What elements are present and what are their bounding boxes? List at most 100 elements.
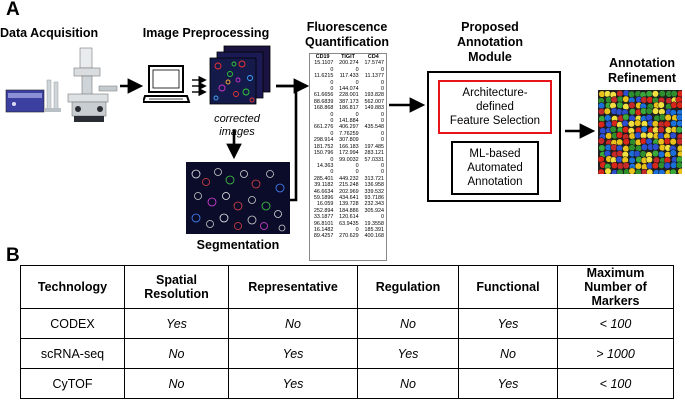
quant-cell: 0 bbox=[381, 169, 384, 176]
quant-cell: 307.809 bbox=[339, 137, 359, 144]
cell-technology: CODEX bbox=[20, 308, 125, 339]
quant-cell: 186.817 bbox=[339, 105, 359, 112]
quant-cell: 197.485 bbox=[364, 143, 385, 150]
quant-cell: 0 bbox=[330, 111, 334, 118]
annotated-cell bbox=[669, 149, 677, 157]
instrument-illustration bbox=[5, 47, 118, 122]
quant-cell: 7.76259 bbox=[339, 130, 359, 137]
quant-cell: 339.532 bbox=[364, 188, 385, 195]
quant-cell: 181.752 bbox=[313, 143, 334, 150]
quant-cell: 96.8101 bbox=[313, 220, 334, 227]
quant-cell: 0 bbox=[355, 162, 359, 169]
quant-cell: 0 bbox=[330, 169, 334, 176]
ml-annotation-line2: Automated bbox=[467, 162, 523, 174]
annotated-cell bbox=[598, 168, 605, 174]
quant-cell: 0 bbox=[381, 79, 384, 86]
corrected-images-stack bbox=[209, 45, 271, 105]
cell-regulation: Yes bbox=[357, 338, 459, 369]
quant-cell: 193.828 bbox=[364, 92, 385, 99]
table-row: scRNA-seq No Yes Yes No > 1000 bbox=[20, 338, 674, 369]
quant-cell: 149.883 bbox=[364, 105, 385, 112]
cell-regulation: No bbox=[357, 308, 459, 339]
quant-cell: 61.6656 bbox=[313, 92, 334, 99]
stage-title-quantification: Fluorescence Quantification bbox=[298, 20, 396, 50]
quant-cell: 0 bbox=[355, 226, 359, 233]
quant-cell: 0 bbox=[330, 156, 334, 163]
stage-title-module-line1: Proposed bbox=[461, 20, 519, 34]
quant-cell: 406.297 bbox=[339, 124, 359, 131]
quant-cell: 0 bbox=[381, 66, 384, 73]
quant-cell: 150.796 bbox=[313, 150, 334, 157]
cell-functional: No bbox=[458, 338, 558, 369]
feature-selection-text: Architecture- defined Feature Selection bbox=[438, 86, 552, 128]
column-header-spatial-resolution: Spatial Resolution bbox=[124, 265, 229, 309]
quant-header-cell: CD19 bbox=[315, 54, 330, 60]
quant-row: 16.1482 0 185.391 bbox=[310, 227, 386, 233]
column-header-technology: Technology bbox=[20, 265, 125, 309]
cell-markers: < 100 bbox=[557, 308, 674, 339]
stage-title-segmentation: Segmentation bbox=[196, 238, 280, 252]
quant-cell: 232.343 bbox=[364, 201, 385, 208]
cell-spatial: No bbox=[124, 338, 229, 369]
stage-title-module-line2: Annotation bbox=[457, 35, 523, 49]
table-row: CODEX Yes No No Yes < 100 bbox=[20, 308, 674, 339]
stage-title-refinement-line2: Refinement bbox=[607, 71, 677, 85]
stage-title-quantification-line1: Fluorescence bbox=[306, 20, 388, 34]
quant-cell: 270.629 bbox=[339, 233, 359, 240]
quant-cell: 117.433 bbox=[339, 73, 359, 80]
quant-cell: 435.548 bbox=[364, 124, 385, 131]
quant-header-cell: TIGIT bbox=[341, 54, 355, 60]
ml-annotation-line3: Annotation bbox=[467, 176, 523, 188]
annotated-cell bbox=[676, 138, 682, 146]
quant-cell: 39.1182 bbox=[314, 182, 334, 189]
feature-selection-box bbox=[438, 80, 552, 134]
corrected-images-caption: corrected images bbox=[206, 113, 268, 139]
cell-representative: No bbox=[228, 308, 358, 339]
cell-functional: Yes bbox=[458, 308, 558, 339]
table-header-row: Technology Spatial Resolution Representa… bbox=[20, 265, 674, 309]
quant-cell: 0 bbox=[381, 137, 384, 144]
quant-cell: 0 bbox=[355, 66, 359, 73]
corrected-images-caption-line2: images bbox=[219, 126, 255, 138]
quant-cell: 19.3558 bbox=[364, 220, 385, 227]
quantification-table-header: CD19 TIGIT CD4 bbox=[310, 54, 386, 60]
cell-markers: > 1000 bbox=[557, 338, 674, 369]
quant-cell: 141.884 bbox=[339, 118, 359, 125]
quant-cell: 93.7186 bbox=[364, 194, 385, 201]
quant-cell: 185.391 bbox=[364, 226, 385, 233]
feature-selection-line3: Feature Selection bbox=[449, 115, 541, 127]
quant-cell: 0 bbox=[381, 130, 384, 137]
quant-cell: 46.6634 bbox=[313, 188, 334, 195]
quant-cell: 0 bbox=[330, 118, 334, 125]
cell-representative: Yes bbox=[228, 368, 358, 399]
column-header-max-markers: Maximum Number of Markers bbox=[557, 265, 674, 309]
quant-cell: 562.007 bbox=[364, 98, 385, 105]
quant-cell: 449.232 bbox=[339, 175, 359, 182]
quant-cell: 139.728 bbox=[339, 201, 359, 208]
quant-cell: 0 bbox=[355, 79, 359, 86]
quant-cell: 200.274 bbox=[339, 60, 359, 67]
quant-cell: 215.248 bbox=[339, 182, 359, 189]
quant-cell: 99.0032 bbox=[339, 156, 359, 163]
arrow-segmentation-line bbox=[290, 86, 298, 202]
cell-spatial: Yes bbox=[124, 308, 229, 339]
quant-cell: 16.1482 bbox=[313, 226, 334, 233]
segmentation-image bbox=[186, 162, 290, 234]
quant-cell: 33.1877 bbox=[313, 214, 334, 221]
cell-technology: scRNA-seq bbox=[20, 338, 125, 369]
cell-representative: Yes bbox=[228, 338, 358, 369]
